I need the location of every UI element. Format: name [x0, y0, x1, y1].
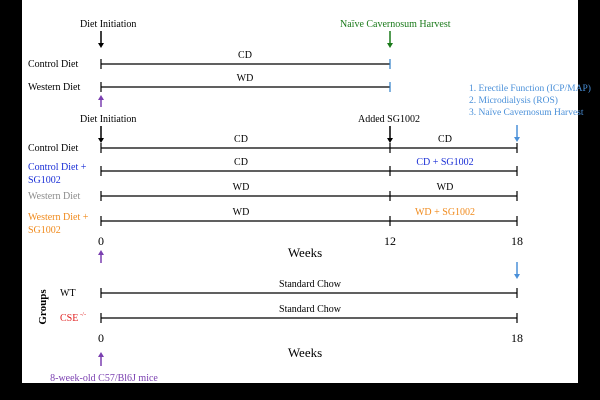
panel-c-group-label: WT — [60, 288, 76, 299]
panel-b-group-label: SG1002 — [28, 225, 61, 236]
panel-b-start-arrow-head — [98, 250, 104, 255]
panel-c-bar-label: Standard Chow — [279, 304, 342, 315]
panel-b-axis-tick: 18 — [511, 234, 523, 248]
panel-a-harvest-arrow — [387, 31, 393, 48]
panel-b-diet-initiation-arrow-head — [98, 138, 104, 143]
panel-b-y-title: Groups — [7, 172, 19, 208]
panel-b-outcome-item: 3. Naïve Cavernosum Harvest — [469, 108, 584, 118]
panel-b-outcome-item: 2. Microdialysis (ROS) — [469, 95, 558, 106]
panel-b-added-sg1002-arrow — [387, 126, 393, 143]
panel-c-bar-label: Standard Chow — [279, 279, 342, 290]
panel-a-y-title: Groups — [7, 57, 19, 93]
panel-a-harvest-label: Naïve Cavernosum Harvest — [340, 19, 451, 30]
panel-b-bar-label-phase1: CD — [234, 157, 248, 168]
panel-c-y-title: Groups — [37, 289, 49, 325]
panel-a-diet-initiation-arrow-head — [98, 43, 104, 48]
panel-b-start-arrow — [98, 250, 104, 263]
panel-b-added-sg1002-arrow-head — [387, 138, 393, 143]
panel-b-outcome-arrow-head — [514, 137, 520, 142]
panel-b-bar-label-phase1: WD — [233, 207, 250, 218]
panel-c-axis-tick: 0 — [98, 331, 104, 345]
panel-c-axis-tick: 18 — [511, 331, 523, 345]
panel-a-bar-label: CD — [238, 50, 252, 61]
panel-a-start-arrow-head — [98, 95, 104, 100]
panel-a-bar-label: WD — [237, 73, 254, 84]
panel-c-end-arrow-head — [514, 274, 520, 279]
panel-a-group-label: Western Diet — [28, 82, 80, 93]
panel-b-group-label: SG1002 — [28, 175, 61, 186]
panel-a-diet-initiation-label: Diet Initiation — [80, 19, 136, 30]
panel-c-mice-label: 8-week-old C57/Bl6J mice — [50, 373, 158, 384]
panel-b-bar-label-phase2: CD — [438, 134, 452, 145]
panel-c-start-arrow-head — [98, 352, 104, 357]
panel-c-axis-title: Weeks — [288, 345, 322, 360]
panel-a-diet-initiation-arrow — [98, 31, 104, 48]
panel-b-bar-label-phase1: CD — [234, 134, 248, 145]
panel-b-bar-label-phase2: CD + SG1002 — [416, 157, 473, 168]
panel-b-axis-tick: 0 — [98, 234, 104, 248]
panel-b-outcome-item: 1. Erectile Function (ICP/MAP) — [469, 83, 591, 94]
panel-b-axis-title: Weeks — [288, 245, 322, 260]
panel-c-group-label-superscript: -/- — [80, 311, 86, 318]
panel-b-axis-tick: 12 — [384, 234, 396, 248]
panel-c-end-arrow — [514, 262, 520, 279]
panel-c-start-arrow — [98, 352, 104, 366]
panel-b-group-label: Control Diet + — [28, 162, 87, 173]
panel-b-bar-label-phase2: WD + SG1002 — [415, 207, 475, 218]
panel-a-start-arrow — [98, 95, 104, 107]
panel-c-group-label: CSE — [60, 313, 78, 324]
panel-b-group-label: Western Diet + — [28, 212, 89, 223]
panel-b-diet-initiation-arrow — [98, 126, 104, 143]
panel-b-diet-initiation-label: Diet Initiation — [80, 114, 136, 125]
panel-b-added-sg1002-label: Added SG1002 — [358, 114, 420, 125]
panel-b-group-label: Control Diet — [28, 143, 78, 154]
panel-b-bar-label-phase2: WD — [437, 182, 454, 193]
panel-b-group-label: Western Diet — [28, 191, 80, 202]
panel-b-outcome-arrow — [514, 125, 520, 142]
panel-a-group-label: Control Diet — [28, 59, 78, 70]
panel-a-harvest-arrow-head — [387, 43, 393, 48]
panel-b-bar-label-phase1: WD — [233, 182, 250, 193]
